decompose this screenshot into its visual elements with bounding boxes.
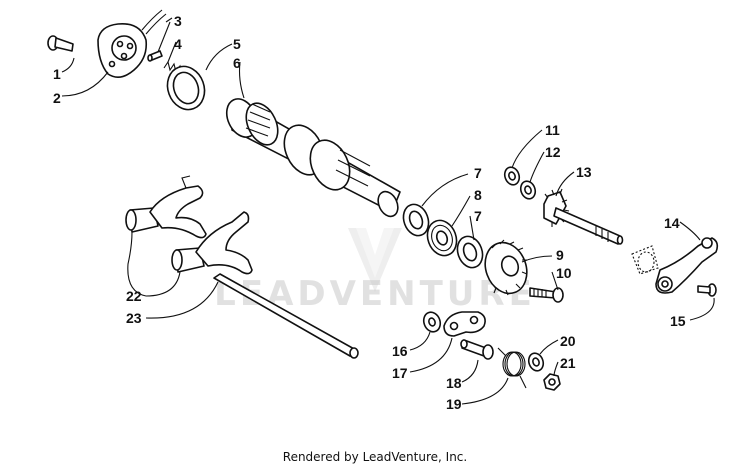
callout-13: 13: [576, 164, 592, 180]
part-washer-7b: [456, 235, 484, 269]
callout-5: 5: [233, 36, 241, 52]
callout-9: 9: [556, 247, 564, 263]
part-washer-5: [166, 65, 206, 111]
callout-15: 15: [670, 313, 686, 329]
callout-14: 14: [664, 215, 680, 231]
part-washer-11: [503, 166, 521, 186]
callout-4: 4: [174, 36, 182, 52]
part-gear-9: [484, 239, 528, 296]
callout-18: 18: [446, 375, 462, 391]
leadventure-watermark-logo: [348, 228, 402, 292]
part-washer-20: [527, 352, 545, 372]
callout-2: 2: [53, 90, 61, 106]
footer-credit: Rendered by LeadVenture, Inc.: [282, 450, 468, 464]
part-washer-16: [422, 311, 442, 333]
callout-19: 19: [446, 396, 462, 412]
callout-11: 11: [545, 122, 560, 138]
part-stopper-arm-17: [443, 311, 486, 337]
part-shift-drum-6: [225, 98, 401, 218]
part-shift-lever-14: [655, 237, 719, 294]
part-pivot-bolt-18: [460, 339, 494, 360]
part-switch-housing-2: [97, 9, 167, 78]
leader-lines: [61, 17, 715, 405]
callout-23: 23: [126, 310, 142, 326]
part-pin-3: [147, 50, 163, 62]
part-bolt-10: [529, 287, 564, 303]
callout-16: 16: [392, 343, 408, 359]
callout-12: 12: [545, 144, 561, 160]
part-shift-shaft-13: [543, 188, 624, 245]
callout-21: 21: [560, 355, 576, 371]
callout-1: 1: [53, 66, 61, 82]
callout-22: 22: [126, 288, 142, 304]
callout-17: 17: [392, 365, 408, 381]
callout-6: 6: [233, 55, 241, 71]
part-spring-19: [497, 347, 527, 389]
part-nut-21: [543, 373, 561, 391]
part-washer-12: [519, 180, 537, 200]
part-rod-23: [213, 273, 359, 359]
callout-numbers: 1 2 3 4 5 6 7 8 7 9 10 11 12 13 14 15 16…: [53, 13, 686, 412]
part-shaft-end-hidden: [631, 245, 659, 275]
part-bearing-8: [426, 219, 458, 257]
callout-10: 10: [556, 265, 572, 281]
callout-3: 3: [174, 13, 182, 29]
part-shift-fork-22b: [171, 211, 253, 275]
part-bolt-1: [47, 35, 74, 52]
part-washer-7a: [402, 203, 430, 237]
callout-7-upper: 7: [474, 165, 482, 181]
callout-20: 20: [560, 333, 576, 349]
part-bolt-15: [697, 283, 717, 297]
part-shift-fork-22a: [125, 175, 207, 239]
callout-8: 8: [474, 187, 482, 203]
callout-7-lower: 7: [474, 208, 482, 224]
watermark-text: LEADVENTURE: [214, 274, 536, 314]
